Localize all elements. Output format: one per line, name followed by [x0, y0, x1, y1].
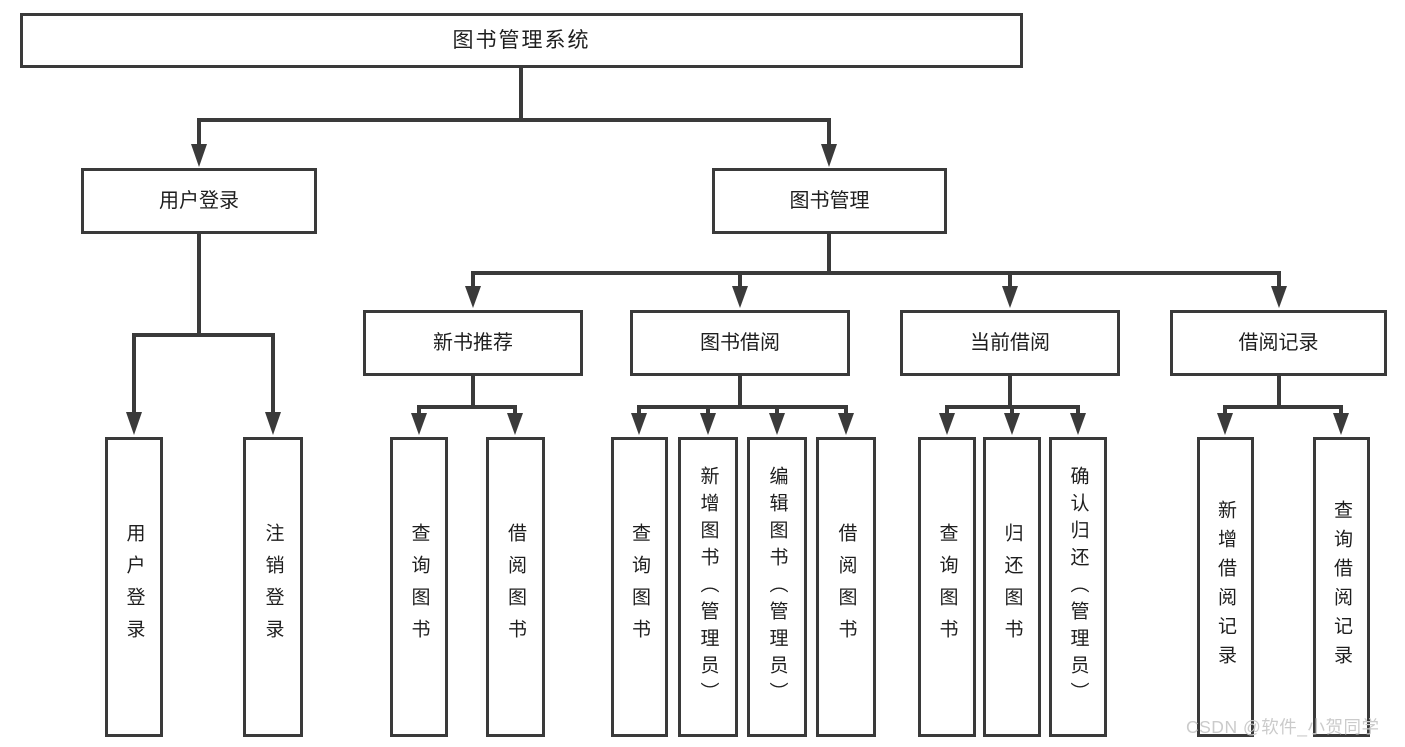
- leaf-logout-label: 注销登录: [262, 523, 284, 651]
- leaf-query-books-2-label: 查询图书: [629, 523, 650, 651]
- leaf-add-borrow-record: 新增借阅记录: [1197, 437, 1254, 737]
- node-book-borrowing: 图书借阅: [630, 310, 850, 376]
- node-root: 图书管理系统: [20, 13, 1023, 68]
- leaf-add-borrow-record-label: 新增借阅记录: [1215, 500, 1236, 674]
- leaf-borrow-books-2: 借阅图书: [816, 437, 876, 737]
- leaf-query-books-3: 查询图书: [918, 437, 976, 737]
- leaf-query-books-2: 查询图书: [611, 437, 668, 737]
- leaf-edit-books-admin-label: 编辑图书（管理员）: [766, 465, 788, 709]
- leaf-return-books: 归还图书: [983, 437, 1041, 737]
- leaf-edit-books-admin: 编辑图书（管理员）: [747, 437, 807, 737]
- leaf-query-books-3-label: 查询图书: [936, 523, 958, 651]
- leaf-query-borrow-record: 查询借阅记录: [1313, 437, 1370, 737]
- leaf-user-login: 用户登录: [105, 437, 163, 737]
- node-new-book-recommend: 新书推荐: [363, 310, 583, 376]
- leaf-user-login-label: 用户登录: [123, 523, 145, 651]
- leaf-query-books-1-label: 查询图书: [408, 523, 430, 651]
- leaf-query-borrow-record-label: 查询借阅记录: [1331, 500, 1352, 674]
- node-borrowing-records: 借阅记录: [1170, 310, 1387, 376]
- leaf-borrow-books-1-label: 借阅图书: [505, 523, 526, 651]
- leaf-query-books-1: 查询图书: [390, 437, 448, 737]
- leaf-borrow-books-2-label: 借阅图书: [835, 523, 857, 651]
- leaf-borrow-books-1: 借阅图书: [486, 437, 545, 737]
- leaf-add-books-admin-label: 新增图书（管理员）: [697, 465, 719, 709]
- node-user-login: 用户登录: [81, 168, 317, 234]
- node-current-borrowing: 当前借阅: [900, 310, 1120, 376]
- leaf-return-books-label: 归还图书: [1001, 523, 1023, 651]
- leaf-confirm-return-admin: 确认归还（管理员）: [1049, 437, 1107, 737]
- leaf-confirm-return-admin-label: 确认归还（管理员）: [1067, 465, 1089, 709]
- leaf-add-books-admin: 新增图书（管理员）: [678, 437, 738, 737]
- node-book-management: 图书管理: [712, 168, 947, 234]
- watermark: CSDN @软件_小贺同学: [1186, 717, 1380, 737]
- leaf-logout: 注销登录: [243, 437, 303, 737]
